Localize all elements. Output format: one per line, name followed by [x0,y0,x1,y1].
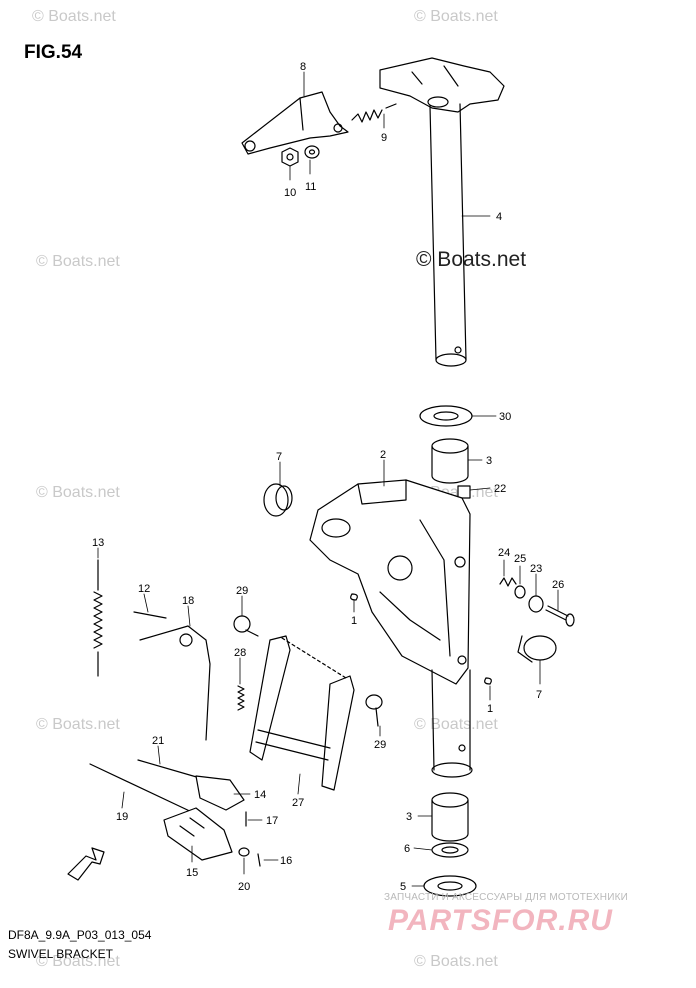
part-19-rod [89,763,197,815]
part-9-spring [351,103,397,123]
leader-lines [97,71,559,887]
part-1-pin-upper [350,593,358,601]
callout-1-right: 1 [487,703,493,715]
part-7-bushing-left [263,483,293,517]
part-2-swivel-bracket [309,479,471,685]
callout-7: 7 [276,451,282,463]
callout-14: 14 [254,789,266,801]
part-30-washer-hole [433,411,459,421]
callout-8: 8 [300,61,306,73]
callout-3: 3 [486,455,492,467]
callout-29: 29 [236,585,248,597]
callout-15: 15 [186,867,198,879]
part-1-pin-lower [484,677,492,685]
figure-code: DF8A_9.9A_P03_013_054 [8,928,152,942]
part-7-bushing-right [517,635,557,663]
part-28-spring [237,685,245,711]
watermark: © Boats.net [36,253,120,270]
part-6-washer-hole [441,846,459,854]
callout-23: 23 [530,563,542,575]
part-4-steering-shaft [379,57,505,367]
part-22-block [457,485,471,499]
part-30-washer [419,405,473,427]
figure-name: SWIVEL BRACKET [8,947,113,961]
part-3-lower-bushing [431,792,469,842]
watermark: © Boats.net [36,716,120,733]
part-8-arm-plate [241,91,349,155]
part-16-pin [257,853,261,867]
part-21-pin [137,759,201,779]
part-29-bolt-lower [365,694,383,727]
center-watermark: © Boats.net [416,248,527,271]
callout-27: 27 [292,797,304,809]
callout-10: 10 [284,187,296,199]
part-23-collar [528,595,544,613]
part-27-tilt-frame [249,635,355,791]
callout-1: 1 [351,615,357,627]
callout-17: 17 [266,815,278,827]
part-10-nut [281,147,299,167]
part-14-cam [195,775,245,811]
callout-16: 16 [280,855,292,867]
part-3-upper-bushing [431,438,469,484]
part-18-lever [139,625,211,741]
callout-4: 4 [496,211,502,223]
part-11-washer-hole [308,149,316,155]
callout-25: 25 [514,553,526,565]
callout-24: 24 [498,547,510,559]
callout-5: 5 [400,881,406,893]
callout-7-right: 7 [536,689,542,701]
callout-20: 20 [238,881,250,893]
callout-13: 13 [92,537,104,549]
callout-numbers: 8 9 10 11 4 30 3 22 2 7 13 12 18 29 28 1… [92,61,564,893]
callout-26: 26 [552,579,564,591]
callout-18: 18 [182,595,194,607]
part-13-spring [93,559,103,677]
watermark: © Boats.net [36,953,120,970]
swivel-lower-tube [431,669,473,778]
callout-21: 21 [152,735,164,747]
callout-28: 28 [234,647,246,659]
callout-12: 12 [138,583,150,595]
part-20-washer [238,847,250,857]
part-12-rod [133,611,167,619]
figure-title: FIG.54 [24,42,83,63]
brand-logo: PARTSFOR.RU [388,904,613,937]
part-10-nut-hole [286,153,294,161]
callout-3-lower: 3 [406,811,412,823]
callout-29-lower: 29 [374,739,386,751]
part-5-washer-hole [437,881,463,891]
callout-30: 30 [499,411,511,423]
part-29-bolt-upper [233,615,259,637]
callout-6: 6 [404,843,410,855]
watermark: © Boats.net [414,8,498,25]
callout-2: 2 [380,449,386,461]
callout-11: 11 [305,181,316,193]
watermark: © Boats.net [36,484,120,501]
part-25-washer [514,585,526,599]
callout-19: 19 [116,811,128,823]
watermark: © Boats.net [414,953,498,970]
part-26-bolt [545,605,575,627]
part-15-bracket [163,807,233,861]
callout-22: 22 [494,483,506,495]
watermark: © Boats.net [32,8,116,25]
brand-tagline: ЗАПЧАСТИ И АКСЕССУАРЫ ДЛЯ МОТОТЕХНИКИ [384,892,629,903]
fwd-arrow-icon [67,847,105,881]
part-24-spring [499,577,517,587]
part-6-washer [431,842,469,858]
callout-9: 9 [381,132,387,144]
watermark: © Boats.net [414,716,498,733]
part-11-washer [304,145,320,159]
